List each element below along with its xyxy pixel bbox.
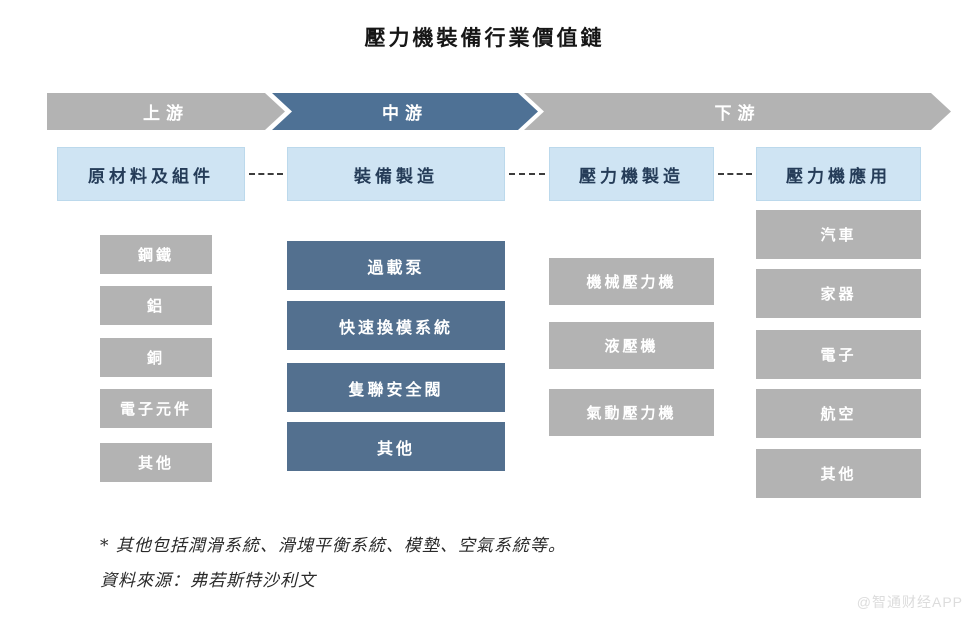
footnote: * 其他包括潤滑系統、滑塊平衡系統、模墊、空氣系統等。 <box>100 536 566 556</box>
source-line: 資料來源：弗若斯特沙利文 <box>100 571 316 591</box>
stage-header-raw-materials: 原材料及組件 <box>57 147 245 201</box>
item-box-hydraulic-press: 液壓機 <box>549 322 714 369</box>
dashed-connector <box>718 173 752 175</box>
item-box-home-appliance: 家器 <box>756 269 921 318</box>
stage-header-equipment-manufacturing: 裝備製造 <box>287 147 505 201</box>
band-upstream: 上游 <box>47 93 285 130</box>
item-box-aluminum: 鋁 <box>100 286 212 325</box>
band-midstream: 中游 <box>272 93 538 130</box>
stage-header-press-application: 壓力機應用 <box>756 147 921 201</box>
watermark: @智通财经APP <box>856 594 963 610</box>
item-box-aerospace: 航空 <box>756 389 921 438</box>
item-box-copper: 銅 <box>100 338 212 377</box>
item-box-steel: 鋼鐵 <box>100 235 212 274</box>
item-box-dual-safety-valve: 隻聯安全閥 <box>287 363 505 412</box>
band-midstream-label: 中游 <box>382 104 428 124</box>
band-downstream: 下游 <box>524 93 951 130</box>
item-box-others-equipment: 其他 <box>287 422 505 471</box>
item-box-others-application: 其他 <box>756 449 921 498</box>
item-box-overload-pump: 過載泵 <box>287 241 505 290</box>
item-box-electronics: 電子 <box>756 330 921 379</box>
item-box-quick-die-change-system: 快速換模系統 <box>287 301 505 350</box>
band-downstream-label: 下游 <box>714 104 761 124</box>
dashed-connector <box>249 173 283 175</box>
item-box-pneumatic-press: 氣動壓力機 <box>549 389 714 436</box>
band-upstream-label: 上游 <box>143 104 189 124</box>
stage-header-press-manufacturing: 壓力機製造 <box>549 147 714 201</box>
item-box-others-raw: 其他 <box>100 443 212 482</box>
item-box-electronic-components: 電子元件 <box>100 389 212 428</box>
item-box-mechanical-press: 機械壓力機 <box>549 258 714 305</box>
item-box-automotive: 汽車 <box>756 210 921 259</box>
dashed-connector <box>509 173 545 175</box>
page-title: 壓力機裝備行業價值鏈 <box>364 25 605 50</box>
